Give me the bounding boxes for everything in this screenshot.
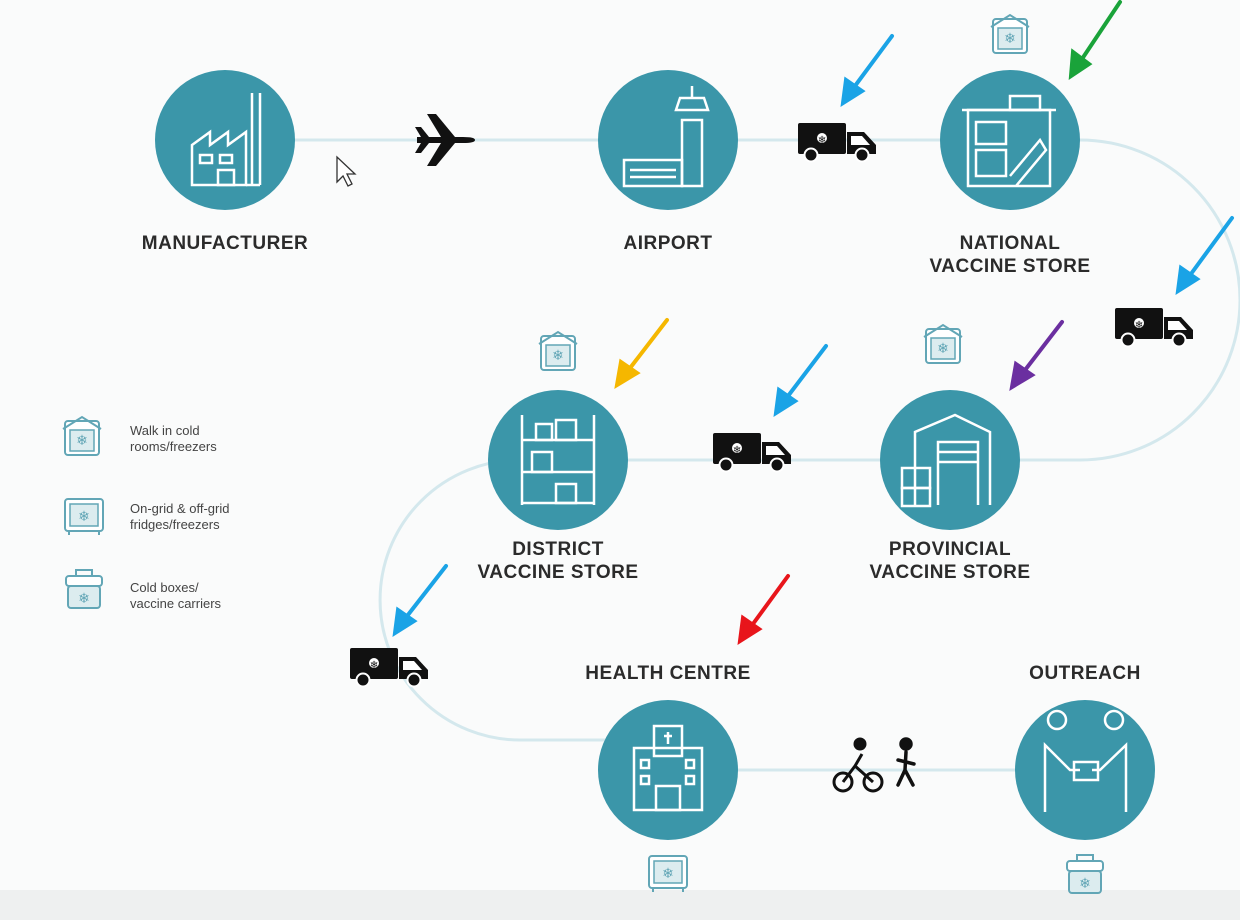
outreach-node: [1015, 700, 1155, 840]
airport-node: [598, 70, 738, 210]
arrow-yellow: [614, 318, 669, 389]
annotation-arrows: [392, 0, 1234, 645]
arrow-purple: [1009, 320, 1064, 391]
arrow-blue: [840, 34, 894, 107]
bicycle-icon: [832, 737, 884, 793]
district-store-label: DISTRICT VACCINE STORE: [477, 539, 639, 583]
legend-fridge-freezer-icon: [64, 498, 104, 536]
arrow-red: [737, 574, 790, 645]
hospital-icon: [632, 724, 704, 812]
airplane-icon: [415, 114, 475, 166]
national-store-node: [940, 70, 1080, 210]
refrigerated-truck-icon: [1114, 307, 1194, 348]
walk-in-cold-room-icon: [923, 324, 963, 364]
airport-tower-icon: [622, 86, 710, 188]
footer-band: [0, 890, 1240, 920]
arrow-blue: [1175, 216, 1234, 295]
arrow-blue: [392, 564, 448, 637]
legend-walk-in-cold-room-text: Walk in cold rooms/freezers: [130, 423, 217, 454]
walk-in-cold-room-icon: [538, 331, 578, 371]
mouse-cursor-icon: [336, 155, 357, 187]
handover-icon: [1043, 709, 1128, 812]
national-store-label: NATIONAL VACCINE STORE: [929, 233, 1091, 277]
legend-cold-box-text: Cold boxes/ vaccine carriers: [130, 580, 222, 611]
fridge-freezer-icon: [648, 855, 688, 893]
arrow-green: [1068, 0, 1122, 80]
legend-fridge-freezer-text: On-grid & off-grid fridges/freezers: [130, 501, 230, 532]
refrigerated-truck-icon: [712, 432, 792, 473]
warehouse-icon: [900, 413, 992, 508]
provincial-store-label: PROVINCIAL VACCINE STORE: [869, 539, 1031, 583]
legend-cold-box-icon: [65, 569, 103, 609]
shelves-boxes-icon: [520, 415, 596, 505]
refrigerated-truck-icon: [349, 647, 429, 688]
health-centre-label: HEALTH CENTRE: [585, 663, 751, 684]
walking-person-icon: [896, 737, 916, 787]
district-store-node: [488, 390, 628, 530]
airport-label: AIRPORT: [623, 233, 713, 254]
refrigerated-truck-icon: [797, 122, 877, 163]
provincial-store-node: [880, 390, 1020, 530]
health-centre-node: [598, 700, 738, 840]
cold-box-icon: [1066, 854, 1104, 894]
legend-walk-in-cold-room-icon: [62, 416, 102, 456]
warehouse-boxes-icon: [962, 94, 1056, 188]
outreach-label: OUTREACH: [1029, 663, 1141, 684]
manufacturer-node: [155, 70, 295, 210]
walk-in-cold-room-icon: [990, 14, 1030, 54]
arrow-blue: [773, 344, 828, 417]
manufacturer-label: MANUFACTURER: [141, 233, 309, 254]
factory-icon: [190, 93, 262, 187]
